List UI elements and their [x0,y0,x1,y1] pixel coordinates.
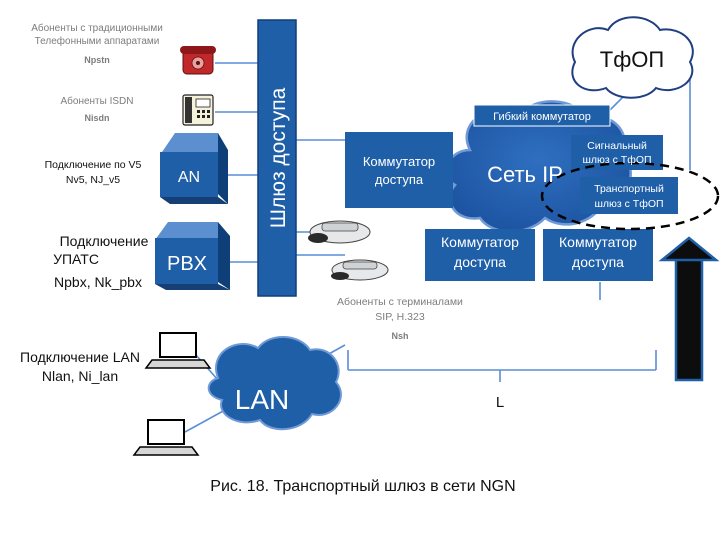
signaling-gateway-label-2: шлюз с ТфОП [582,154,651,166]
softswitch-label: Гибкий коммутатор [493,111,591,123]
pbx-device [155,222,230,290]
sip-subscribers-label: Абоненты с терминалами [337,296,463,308]
access-switch-middle-label: Коммутатор [441,234,519,250]
figure-caption: Рис. 18. Транспортный шлюз в сети NGN [210,478,515,495]
signaling-gateway-label: Сигнальный [587,140,647,152]
upats-var: Npbx, Nk_pbx [54,274,142,290]
access-switch-right-label: Коммутатор [559,234,637,250]
access-switch-middle [425,229,535,281]
an-label: AN [178,169,200,186]
laptop-icon [132,419,200,456]
transport-gateway-label-2: шлюз с ТфОП [594,198,663,210]
transport-gateway-label: Транспортный [594,183,664,195]
isdn-phone-icon [182,94,214,126]
access-switch-left-label-2: доступа [375,172,424,187]
red-telephone-icon [180,46,216,75]
upats-label-2: УПАТС [53,251,99,267]
lan-connection-label: Подключение LAN [20,349,140,365]
upats-label: Подключение [60,233,149,249]
access-switch-right-label-2: доступа [572,254,624,270]
tfop-label: ТфОП [600,47,664,72]
up-arrow-icon [658,236,720,382]
ip-phone-icon [308,220,371,244]
brace-l-label: L [496,394,504,411]
access-switch-left [345,132,453,208]
ip-phone-icon [331,259,389,281]
pbx-label: PBX [167,253,207,275]
access-switch-left-label: Коммутатор [363,154,435,169]
v5-connection-var: Nv5, NJ_v5 [66,174,120,186]
pstn-subscribers-label-2: Телефонными аппаратами [35,35,160,47]
an-device [160,133,228,204]
sip-subscribers-var: Nsh [391,331,408,341]
pstn-subscribers-label: Абоненты с традиционными [31,22,163,34]
lan-connection-var: Nlan, Ni_lan [42,368,118,384]
softswitch-box [473,104,611,127]
lan-label: LAN [235,384,289,415]
highlight-dashed-ellipse [540,161,720,231]
access-switch-right [543,229,653,281]
isdn-subscribers-label: Абоненты ISDN [60,95,133,107]
access-gateway-label: Шлюз доступа [267,87,290,228]
v5-connection-label: Подключение по V5 [45,159,142,171]
sip-subscribers-label-2: SIP, H.323 [375,311,425,323]
isdn-subscribers-var: Nisdn [84,113,109,123]
laptop-icon [144,332,212,369]
access-gateway-bar [257,19,297,297]
ip-network-label: Сеть IP [487,162,563,187]
lan-cloud [207,335,342,431]
tfop-cloud [571,16,694,99]
access-switch-middle-label-2: доступа [454,254,506,270]
pstn-subscribers-var: Npstn [84,55,110,65]
transport-gateway-box [580,177,678,214]
brace-l [347,350,657,382]
